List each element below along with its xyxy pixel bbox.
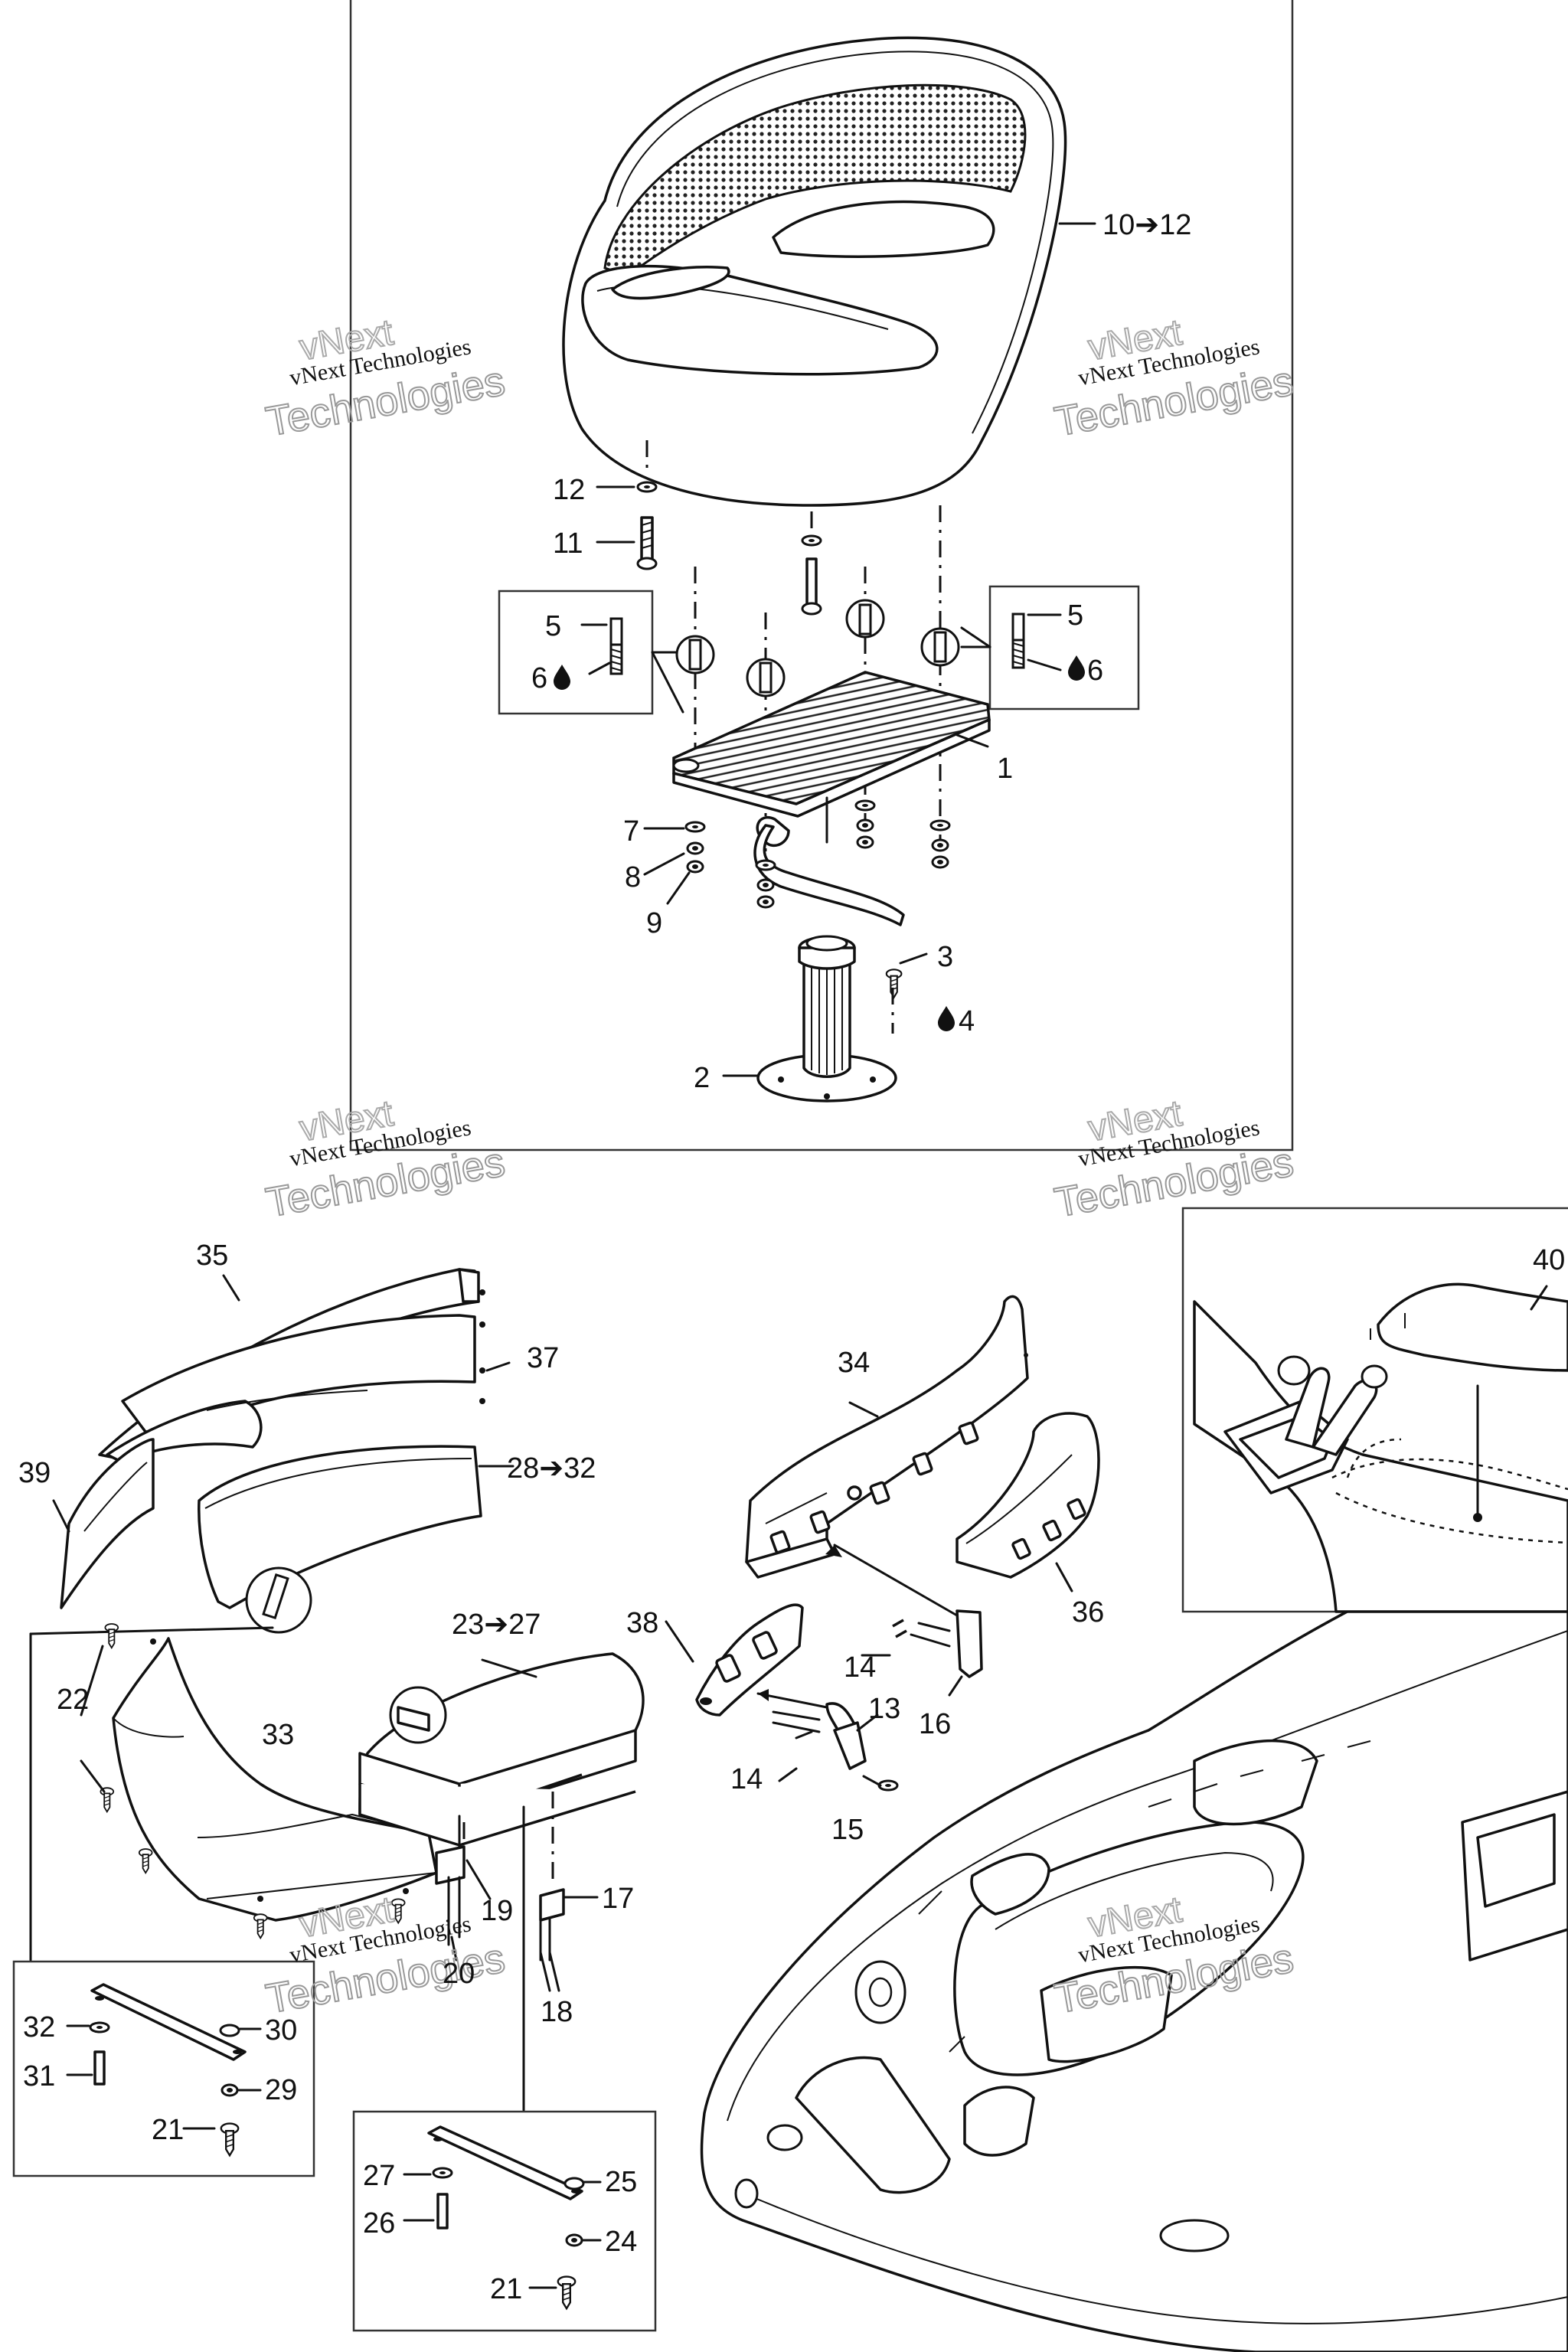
callout-27: 27 [363,2160,395,2192]
callout-8: 8 [625,861,641,893]
callout-15: 15 [831,1814,864,1846]
side-pad-39 [52,1438,155,1609]
seat-pedestal [722,935,928,1102]
steering-console [1193,1282,1568,1613]
screws-22 [80,1623,406,1939]
callout-11: 11 [553,528,583,560]
detail-box-left [498,590,654,715]
callout-2: 2 [694,1062,710,1094]
side-panel-38 [665,1603,804,1717]
stud-locator-circles [675,599,960,697]
callout-4: 4 [959,1005,975,1037]
droplet-icon [938,1006,955,1031]
inset-box-23-27 [352,2110,657,2332]
callout-3: 3 [937,941,953,973]
callout-20: 20 [443,1958,475,1990]
callout-5-left: 5 [545,610,561,642]
callout-10-12: 10➔12 [1102,209,1191,241]
bucket-seat [562,36,1067,507]
callout-14-lower: 14 [730,1763,763,1795]
callout-28-32: 28➔32 [507,1452,596,1485]
callout-38: 38 [626,1607,658,1639]
callout-33: 33 [262,1719,294,1751]
side-panel-36 [956,1412,1100,1592]
callout-5-right: 5 [1067,599,1083,632]
callout-36: 36 [1072,1596,1104,1628]
callout-6-right: 6 [1087,655,1103,687]
callout-9: 9 [646,907,662,939]
callout-25: 25 [605,2166,637,2198]
callout-21-left: 21 [152,2114,184,2146]
callout-39: 39 [18,1457,51,1489]
callout-37: 37 [527,1342,559,1374]
seat-cushion-28-32 [198,1445,514,1634]
mounting-brackets [756,1544,983,1792]
callout-21-right: 21 [490,2273,522,2305]
callout-labels: 10➔12 12 11 5 6 5 6 1 7 8 9 3 4 2 35 37 … [18,209,1565,2305]
seat-cushion-23-27 [358,1652,645,1848]
callout-12: 12 [553,474,585,506]
strap-bracket-a [66,1983,262,2157]
callout-16: 16 [919,1708,951,1740]
callout-32: 32 [23,2011,55,2043]
seat-base-33 [112,1637,438,1922]
callout-17: 17 [602,1883,634,1915]
callout-1: 1 [997,753,1013,785]
callout-18: 18 [541,1996,573,2028]
callout-31: 31 [23,2060,55,2092]
callout-40: 40 [1533,1244,1565,1276]
callout-29: 29 [265,2074,297,2106]
backrest-37 [106,1314,511,1464]
strap-bracket-b [403,2125,602,2310]
droplet-icon [554,665,570,690]
callout-24: 24 [605,2226,637,2258]
callout-6-left: 6 [531,662,547,694]
callout-35: 35 [196,1240,228,1272]
studs [580,612,1062,714]
inset-box-28-32 [12,1960,315,2177]
callout-34: 34 [838,1347,870,1379]
callout-26: 26 [363,2207,395,2239]
callout-7: 7 [623,815,639,848]
brackets-19-17 [435,1792,599,1992]
callout-13: 13 [868,1693,900,1725]
side-panel-34 [745,1295,1029,1579]
seat-slide-plate [672,671,991,926]
callout-14-upper: 14 [844,1651,876,1684]
callout-30: 30 [265,2014,297,2047]
seat-assembly-frame [349,0,1294,1152]
callout-22: 22 [57,1684,89,1716]
boat-hull [700,1514,1568,2352]
plate-hardware [643,799,951,909]
callout-19: 19 [481,1895,513,1927]
droplet-icon [1068,655,1085,681]
callout-23-27: 23➔27 [452,1609,541,1641]
